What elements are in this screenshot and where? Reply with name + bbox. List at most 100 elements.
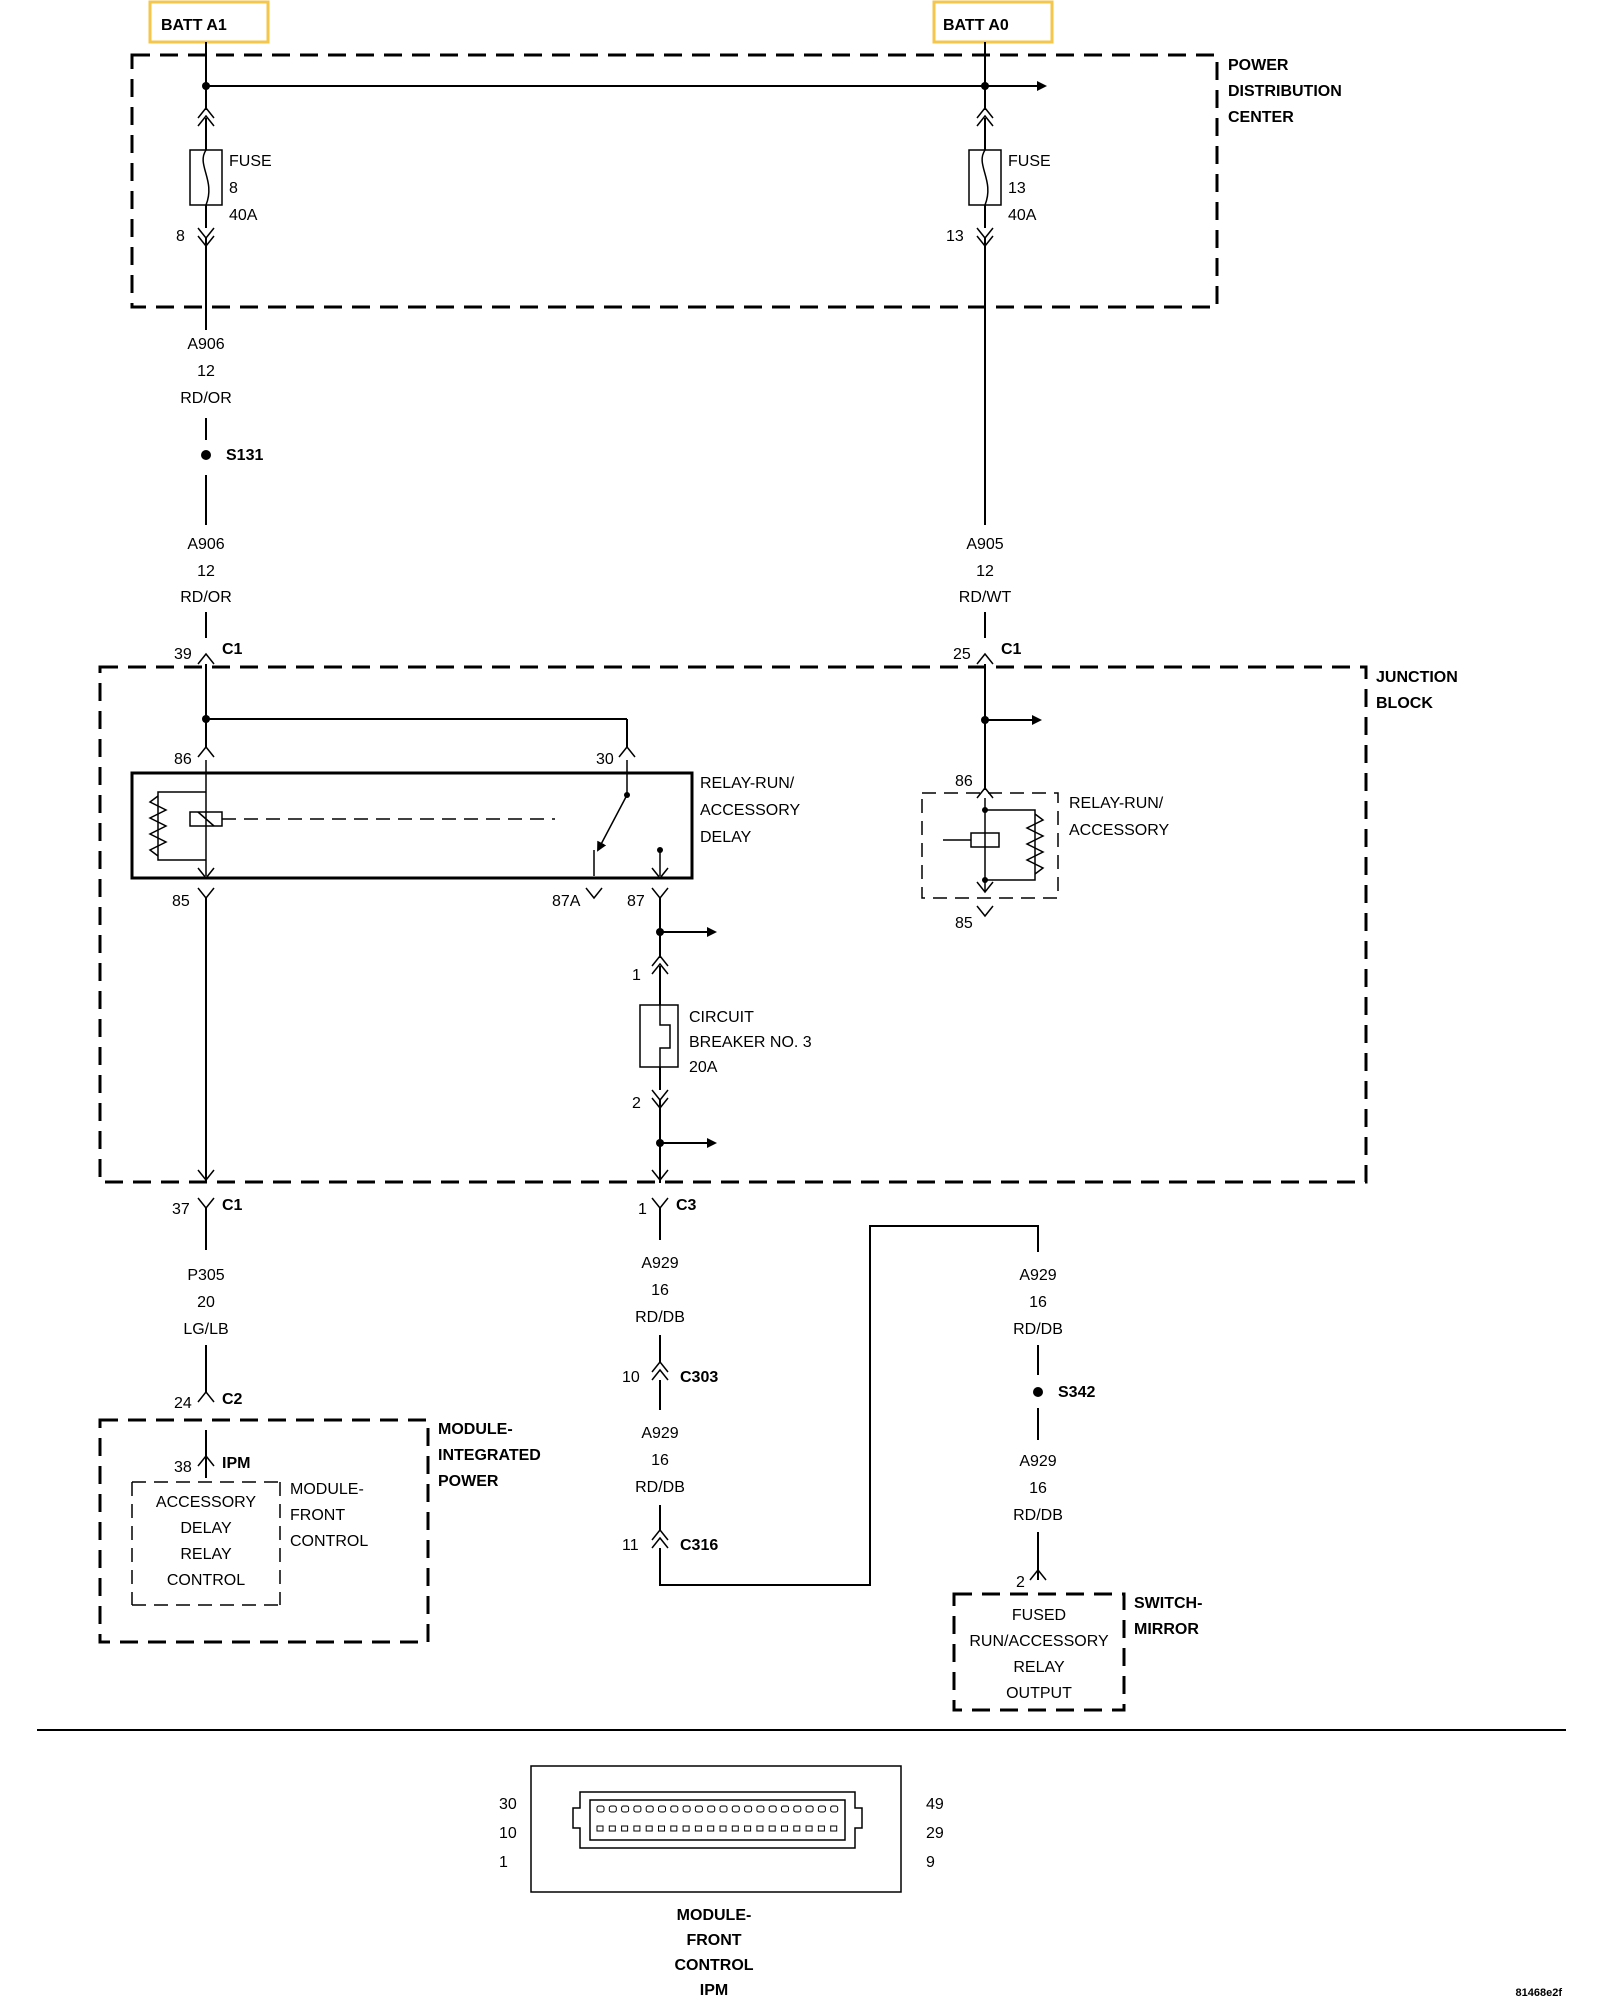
connector-cavity bbox=[719, 1805, 728, 1813]
svg-text:C3: C3 bbox=[676, 1197, 697, 1214]
svg-text:A929: A929 bbox=[641, 1255, 678, 1272]
connector-cavity bbox=[658, 1825, 665, 1832]
svg-text:A905: A905 bbox=[966, 536, 1003, 553]
svg-text:CENTER: CENTER bbox=[1228, 109, 1294, 126]
connector-cavity bbox=[781, 1825, 788, 1832]
connector-cavity bbox=[596, 1825, 604, 1832]
connector-cavity bbox=[756, 1825, 764, 1832]
svg-text:20A: 20A bbox=[689, 1059, 718, 1076]
svg-text:MODULE-: MODULE- bbox=[290, 1481, 364, 1498]
connector-cavity bbox=[768, 1805, 777, 1813]
svg-text:POWER: POWER bbox=[1228, 57, 1289, 74]
svg-text:FRONT: FRONT bbox=[290, 1507, 345, 1524]
connector-cavity bbox=[805, 1825, 813, 1832]
svg-text:BREAKER NO. 3: BREAKER NO. 3 bbox=[689, 1034, 812, 1051]
svg-text:POWER: POWER bbox=[438, 1473, 499, 1490]
svg-text:85: 85 bbox=[172, 893, 190, 910]
wire-label-a929-right-bottom: A929 16 RD/DB bbox=[1013, 1453, 1063, 1524]
connector-cavity bbox=[608, 1825, 616, 1832]
connector-cavity bbox=[830, 1825, 838, 1832]
connector-c1-37: 37 C1 bbox=[172, 1197, 243, 1250]
connector-cavity bbox=[670, 1805, 679, 1813]
connector-c2-24: 24 C2 bbox=[174, 1390, 243, 1412]
svg-text:10: 10 bbox=[622, 1369, 640, 1386]
svg-text:9: 9 bbox=[926, 1854, 935, 1871]
switch-mirror-title: SWITCH- MIRROR bbox=[1134, 1595, 1202, 1638]
svg-text:13: 13 bbox=[946, 228, 964, 245]
svg-text:ACCESSORY: ACCESSORY bbox=[1069, 822, 1170, 839]
module-integrated-power-boundary bbox=[98, 1418, 430, 1644]
svg-text:RD/DB: RD/DB bbox=[1013, 1321, 1063, 1338]
svg-text:BATT A1: BATT A1 bbox=[161, 17, 227, 34]
connector-cavity bbox=[817, 1825, 825, 1832]
svg-text:DISTRIBUTION: DISTRIBUTION bbox=[1228, 83, 1342, 100]
splice-s131: S131 bbox=[201, 447, 263, 464]
connector-cavity bbox=[645, 1825, 653, 1832]
svg-text:2: 2 bbox=[632, 1095, 641, 1112]
wire-label-a929-right-top: A929 16 RD/DB bbox=[1013, 1267, 1063, 1338]
svg-text:CONTROL: CONTROL bbox=[167, 1572, 245, 1589]
connector-cavity bbox=[682, 1805, 691, 1813]
pdc-boundary bbox=[130, 53, 1219, 309]
svg-text:MODULE-: MODULE- bbox=[438, 1421, 513, 1438]
connector-cavity bbox=[756, 1805, 765, 1813]
connector-c316: 11 C316 bbox=[622, 1528, 718, 1554]
connector-mirror-2: 2 bbox=[1016, 1568, 1047, 1591]
svg-text:LG/LB: LG/LB bbox=[183, 1321, 228, 1338]
connector-cavity bbox=[670, 1825, 678, 1832]
svg-text:20: 20 bbox=[197, 1294, 215, 1311]
svg-text:16: 16 bbox=[651, 1452, 669, 1469]
connector-c1-25: 25 C1 bbox=[953, 612, 1022, 665]
svg-text:8: 8 bbox=[176, 228, 185, 245]
connector-cavity bbox=[707, 1825, 715, 1832]
svg-text:DELAY: DELAY bbox=[180, 1520, 232, 1537]
svg-text:1: 1 bbox=[499, 1854, 508, 1871]
connector-c3-1: 1 C3 bbox=[638, 1197, 697, 1240]
connector-cavity bbox=[768, 1825, 776, 1832]
svg-text:RD/DB: RD/DB bbox=[1013, 1507, 1063, 1524]
svg-text:A906: A906 bbox=[187, 336, 224, 353]
connector-cavity bbox=[658, 1805, 666, 1813]
svg-text:FRONT: FRONT bbox=[686, 1932, 741, 1949]
svg-text:C1: C1 bbox=[1001, 641, 1022, 658]
connector-cavity bbox=[830, 1805, 839, 1813]
connector-cavity bbox=[707, 1805, 716, 1813]
svg-text:87A: 87A bbox=[552, 893, 581, 910]
connector-cavity bbox=[633, 1805, 642, 1813]
svg-text:RD/DB: RD/DB bbox=[635, 1309, 685, 1326]
svg-text:12: 12 bbox=[976, 563, 994, 580]
svg-text:25: 25 bbox=[953, 646, 971, 663]
svg-text:37: 37 bbox=[172, 1201, 190, 1218]
svg-text:39: 39 bbox=[174, 646, 192, 663]
connector-cavity bbox=[608, 1805, 617, 1813]
svg-text:8: 8 bbox=[229, 180, 238, 197]
junction-block-title: JUNCTION BLOCK bbox=[1376, 669, 1458, 712]
svg-text:BATT A0: BATT A0 bbox=[943, 17, 1009, 34]
svg-text:30: 30 bbox=[499, 1796, 517, 1813]
connector-cavity bbox=[694, 1805, 703, 1813]
switch-mirror-boundary bbox=[952, 1592, 1126, 1712]
svg-text:MODULE-: MODULE- bbox=[677, 1907, 752, 1924]
svg-text:12: 12 bbox=[197, 363, 215, 380]
svg-text:RD/WT: RD/WT bbox=[959, 589, 1012, 606]
svg-text:JUNCTION: JUNCTION bbox=[1376, 669, 1458, 686]
svg-text:A929: A929 bbox=[1019, 1267, 1056, 1284]
svg-text:MIRROR: MIRROR bbox=[1134, 1621, 1199, 1638]
svg-text:C316: C316 bbox=[680, 1537, 718, 1554]
accessory-delay-relay-control: ACCESSORY DELAY RELAY CONTROL MODULE- FR… bbox=[131, 1481, 368, 1606]
svg-text:30: 30 bbox=[596, 751, 614, 768]
figure-code: 81468e2f bbox=[1516, 1987, 1563, 1999]
connector-cavity bbox=[682, 1825, 690, 1832]
fuse-8: FUSE 8 40A 8 bbox=[176, 106, 272, 330]
svg-text:40A: 40A bbox=[229, 207, 258, 224]
svg-text:A929: A929 bbox=[641, 1425, 678, 1442]
connector-c303: 10 C303 bbox=[622, 1360, 718, 1386]
fuse-13: FUSE 13 40A 13 bbox=[946, 106, 1051, 525]
connector-cavity bbox=[694, 1825, 702, 1832]
wire-label-a906-bottom: A906 12 RD/OR bbox=[180, 536, 232, 606]
fused-run-accessory-relay-output: FUSED RUN/ACCESSORY RELAY OUTPUT bbox=[969, 1607, 1109, 1702]
svg-text:10: 10 bbox=[499, 1825, 517, 1842]
connector-c1-39: 39 C1 bbox=[174, 612, 243, 665]
svg-text:12: 12 bbox=[197, 563, 215, 580]
